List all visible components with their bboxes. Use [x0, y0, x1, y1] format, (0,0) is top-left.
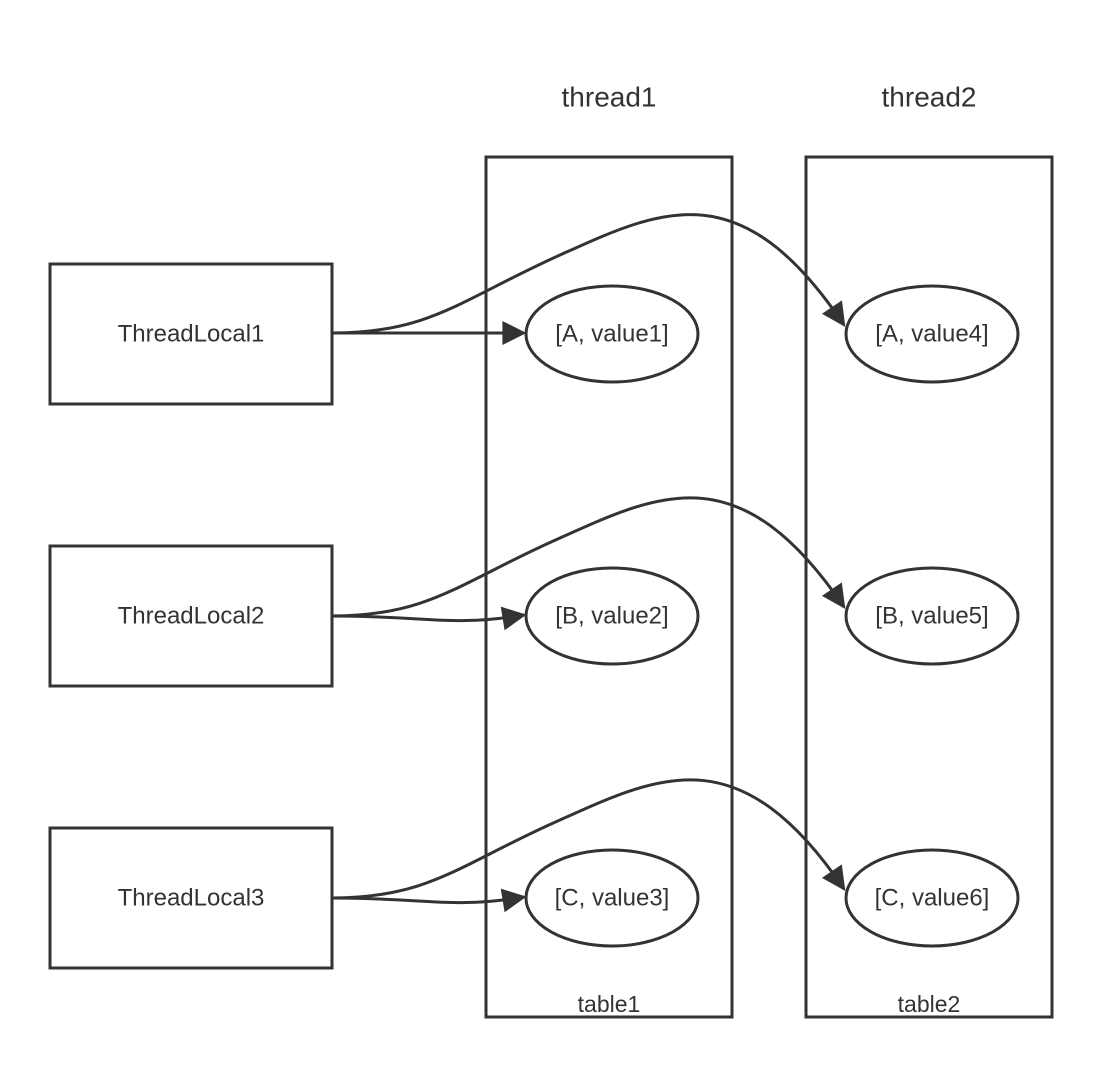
edge-tl1-e4 [331, 213, 846, 335]
entry-c-value3-label: [C, value3] [555, 885, 670, 912]
entry-c-value6: [C, value6] [844, 848, 1020, 948]
entry-a-value4: [A, value4] [844, 284, 1020, 384]
table2-label: table2 [898, 991, 961, 1017]
entry-b-value5: [B, value5] [844, 566, 1020, 666]
entry-b-value2: [B, value2] [524, 566, 700, 666]
threadlocal3-label: ThreadLocal3 [118, 885, 265, 912]
threadlocal1-box: ThreadLocal1 [48, 262, 334, 406]
entry-a-value1-label: [A, value1] [555, 321, 668, 348]
edge-tl3-e3 [331, 888, 527, 913]
thread1-table [484, 155, 734, 1019]
threadlocal3-box: ThreadLocal3 [48, 826, 334, 970]
entry-c-value6-label: [C, value6] [875, 885, 990, 912]
threadlocal2-box: ThreadLocal2 [48, 544, 334, 688]
entry-b-value2-label: [B, value2] [555, 603, 668, 630]
thread2-title: thread2 [882, 82, 977, 113]
entry-b-value5-label: [B, value5] [875, 603, 988, 630]
entry-a-value1: [A, value1] [524, 284, 700, 384]
threadlocal1-label: ThreadLocal1 [118, 321, 265, 348]
thread1-title: thread1 [562, 82, 657, 113]
entry-a-value4-label: [A, value4] [875, 321, 988, 348]
thread2-table [804, 155, 1054, 1019]
edge-tl2-e2 [331, 606, 527, 631]
edge-tl3-e6 [331, 778, 846, 900]
entry-c-value3: [C, value3] [524, 848, 700, 948]
edge-tl2-e5 [331, 496, 846, 618]
table1-label: table1 [578, 991, 641, 1017]
threadlocal2-label: ThreadLocal2 [118, 603, 265, 630]
